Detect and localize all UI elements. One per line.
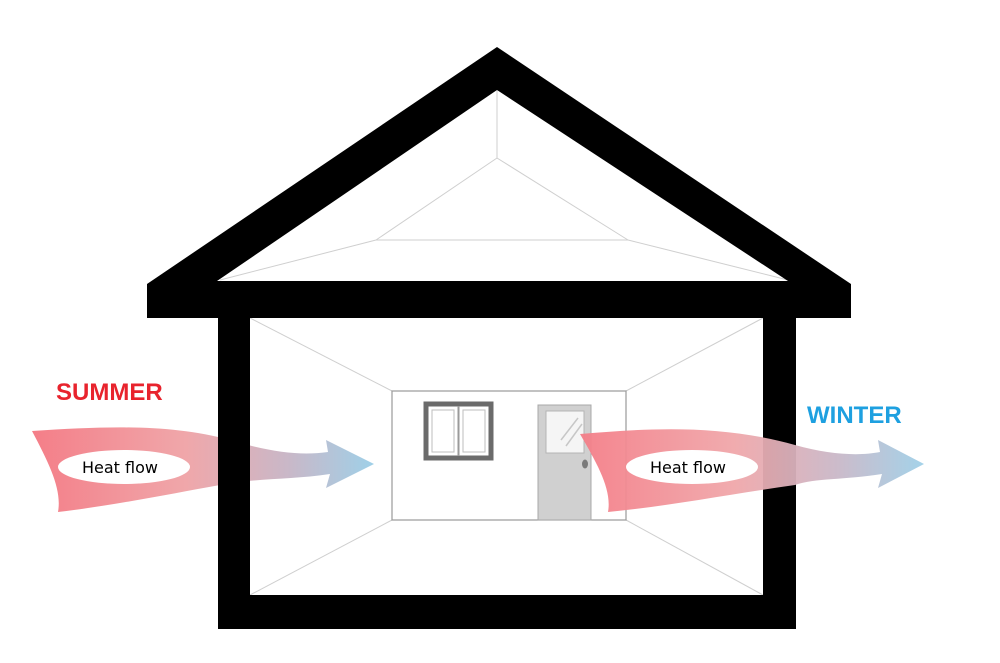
summer-heat-flow-oval bbox=[58, 450, 190, 484]
door-knob bbox=[582, 459, 588, 469]
room-perspective-lines bbox=[249, 317, 764, 596]
house-walls bbox=[218, 318, 796, 629]
summer-heat-flow-label: Heat flow bbox=[82, 458, 158, 477]
attic-perspective-lines bbox=[219, 90, 789, 281]
door bbox=[537, 404, 592, 521]
winter-label: WINTER bbox=[807, 402, 902, 429]
roof bbox=[147, 47, 851, 318]
summer-label: SUMMER bbox=[56, 379, 163, 406]
summer-heat-flow-arrow bbox=[32, 427, 374, 512]
winter-heat-flow-label: Heat flow bbox=[650, 458, 726, 477]
window bbox=[423, 401, 494, 461]
winter-heat-flow-oval bbox=[626, 450, 758, 484]
